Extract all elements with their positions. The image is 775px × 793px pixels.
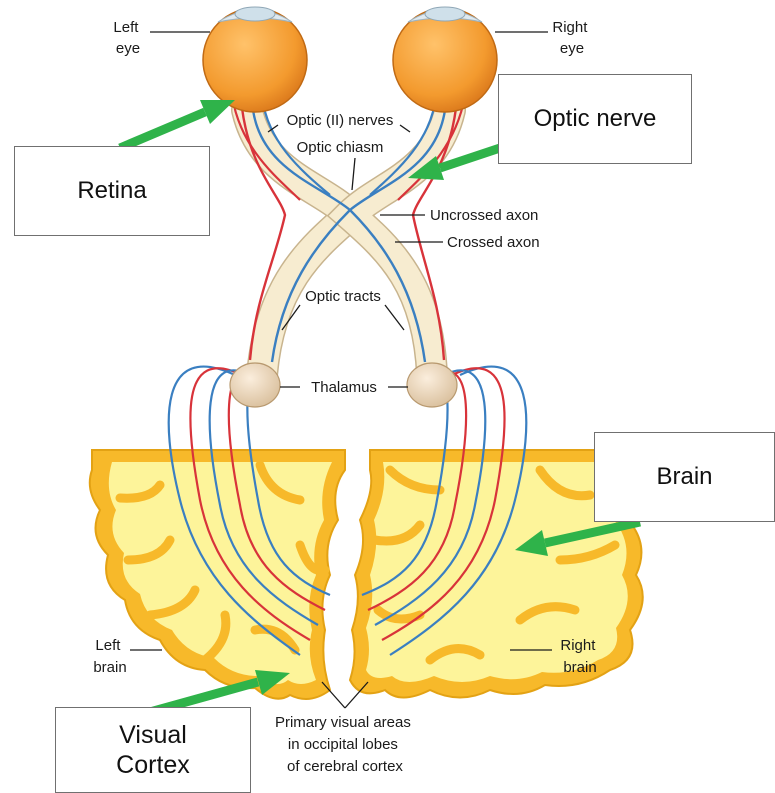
- visual-cortex-callout: Visual Cortex: [55, 707, 251, 793]
- right-thalamus: [407, 363, 457, 407]
- optic-nerve-callout: Optic nerve: [498, 74, 692, 164]
- thalamus-label: Thalamus: [311, 379, 377, 396]
- uncrossed-axon-label: Uncrossed axon: [430, 207, 538, 224]
- optic-tracts-label: Optic tracts: [305, 288, 381, 305]
- brain-callout: Brain: [594, 432, 775, 522]
- optic-nerves-label: Optic (II) nerves: [287, 112, 394, 129]
- right-eye-label: Right eye: [552, 19, 591, 57]
- optic-nerve-callout-text: Optic nerve: [534, 105, 657, 134]
- visual-cortex-callout-text: Visual Cortex: [116, 720, 190, 780]
- crossed-axon-label: Crossed axon: [447, 234, 540, 251]
- brain-callout-text: Brain: [656, 463, 712, 492]
- retina-arrow: [120, 100, 235, 148]
- retina-callout-text: Retina: [77, 177, 146, 206]
- optic-chiasm-label: Optic chiasm: [297, 139, 384, 156]
- left-eye: [203, 7, 307, 112]
- left-eye-label: Left eye: [113, 19, 142, 57]
- left-thalamus: [230, 363, 280, 407]
- primary-visual-areas-label: Primary visual areas in occipital lobes …: [275, 714, 415, 775]
- retina-callout: Retina: [14, 146, 210, 236]
- right-eye: [393, 7, 497, 112]
- left-brain-label: Left brain: [93, 637, 126, 676]
